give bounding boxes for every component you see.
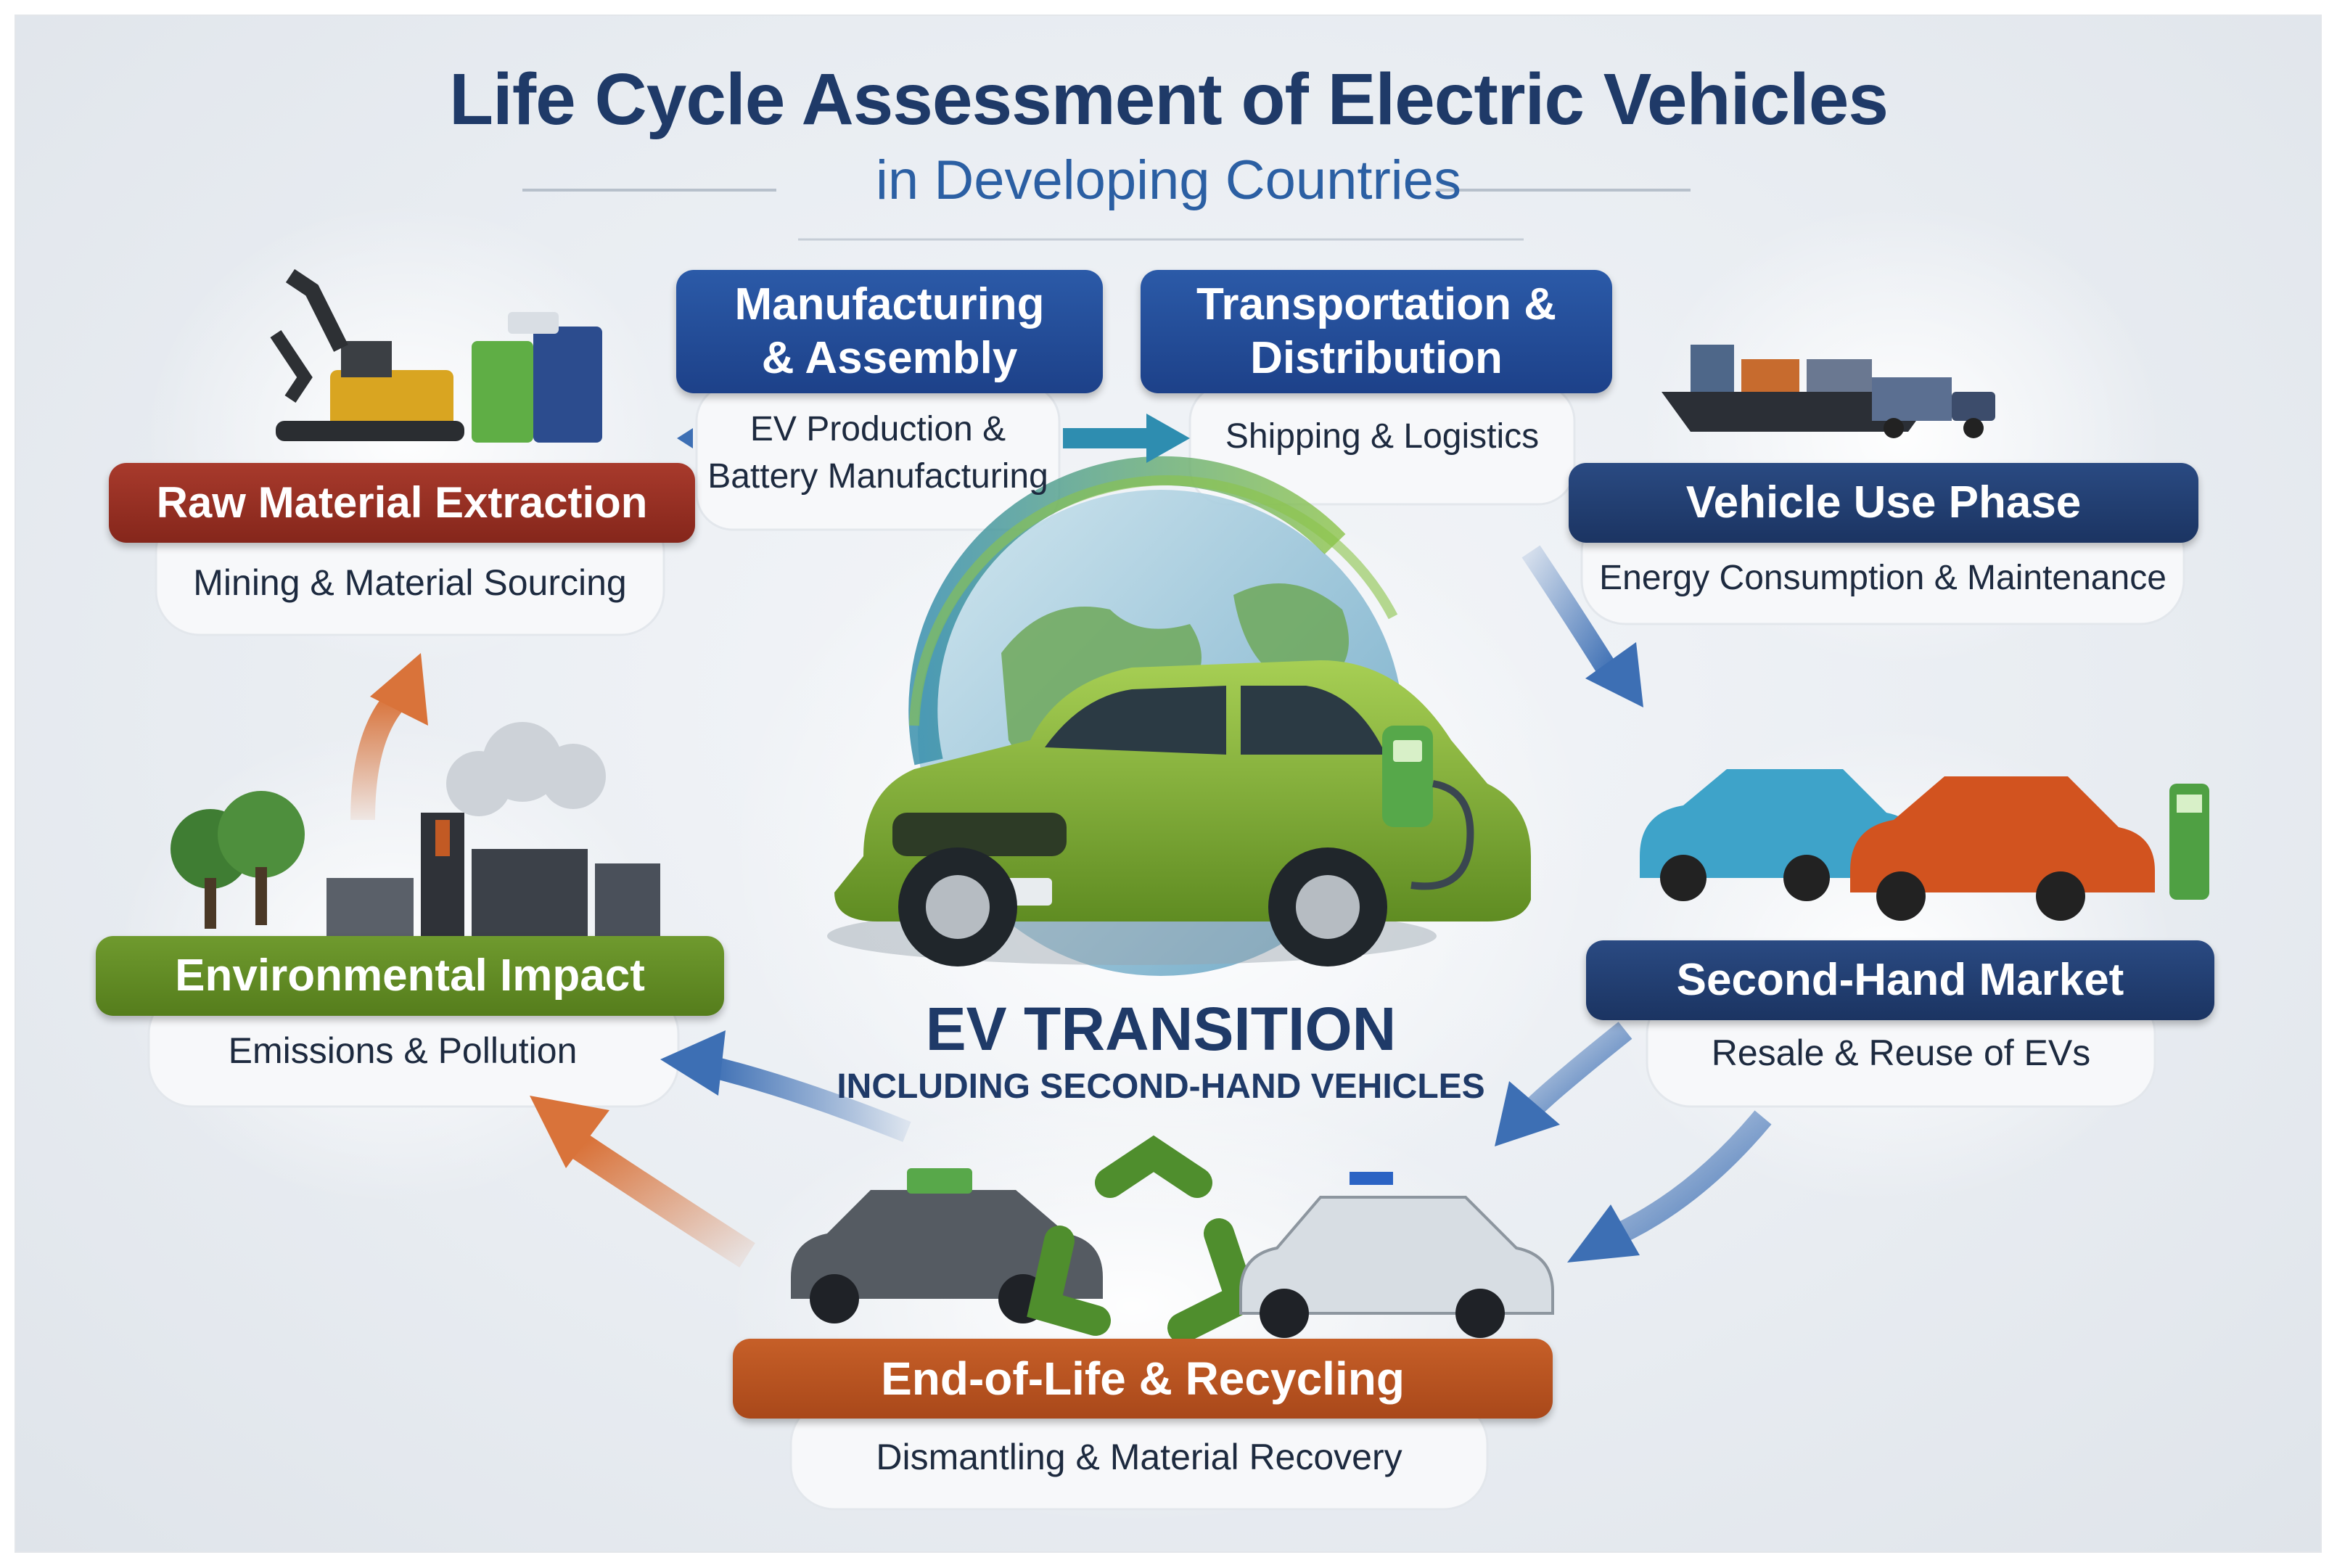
stage-raw-material-desc: Mining & Material Sourcing xyxy=(193,562,627,603)
center-subtitle: INCLUDING SECOND-HAND VEHICLES xyxy=(837,1067,1485,1106)
stage-transportation-line1: Transportation & xyxy=(1196,279,1557,329)
stage-transportation-label: Transportation & Distribution xyxy=(1141,270,1612,393)
orange-car-icon xyxy=(1850,776,2155,921)
stage-end-of-life-label: End-of-Life & Recycling xyxy=(733,1339,1553,1419)
stage-raw-material-text: Raw Material Extraction xyxy=(156,478,648,527)
cargo-ship-icon xyxy=(1662,345,1937,432)
stage-raw-material-label: Raw Material Extraction xyxy=(109,463,695,543)
excavator-icon xyxy=(270,268,464,441)
stage-manufacturing-desc-line2: Battery Manufacturing xyxy=(707,456,1048,496)
stage-manufacturing-line1: Manufacturing xyxy=(734,279,1045,329)
truck-icon xyxy=(1872,377,1995,438)
arrow-center-to-environmental xyxy=(660,1030,911,1142)
smoke-cloud-icon xyxy=(446,722,606,816)
diagram-title: Life Cycle Assessment of Electric Vehicl… xyxy=(448,59,1889,140)
battery-cells-icon xyxy=(472,312,602,443)
arrow-secondhand-to-center xyxy=(1495,1022,1632,1146)
fuel-pump-icon xyxy=(2169,784,2209,900)
stage-use-phase-label: Vehicle Use Phase xyxy=(1569,463,2198,543)
title-divider xyxy=(522,189,1691,241)
blue-car-icon xyxy=(1640,769,1923,901)
arrow-secondhand-to-recycling xyxy=(1567,1110,1772,1263)
arrow-raw-to-manufacturing xyxy=(677,428,693,448)
stage-environmental-desc: Emissions & Pollution xyxy=(228,1030,578,1071)
stage-environmental-label: Environmental Impact xyxy=(96,936,724,1016)
diagram-subtitle: in Developing Countries xyxy=(876,149,1461,211)
flow-arrows xyxy=(350,414,1772,1268)
stage-transportation-desc: Shipping & Logistics xyxy=(1225,417,1540,456)
stage-environmental-text: Environmental Impact xyxy=(175,950,645,1001)
arrow-recycling-to-environmental xyxy=(530,1096,755,1268)
stage-manufacturing-desc-line1: EV Production & xyxy=(749,410,1006,448)
stage-manufacturing-label: Manufacturing & Assembly xyxy=(676,270,1103,393)
stage-transportation-line2: Distribution xyxy=(1250,333,1503,383)
arrow-manufacturing-to-transport xyxy=(1063,414,1190,463)
stage-end-of-life-text: End-of-Life & Recycling xyxy=(881,1352,1405,1405)
charging-station-icon xyxy=(1382,726,1474,890)
ev-car-icon xyxy=(827,660,1531,966)
factory-icon xyxy=(326,813,660,936)
stage-second-hand-desc: Resale & Reuse of EVs xyxy=(1711,1033,2091,1073)
trees-icon xyxy=(171,791,305,929)
white-car-icon xyxy=(1239,1172,1554,1338)
stage-manufacturing-desc: EV Production & Battery Manufacturing xyxy=(697,406,1059,501)
stage-manufacturing-line2: & Assembly xyxy=(761,333,1018,383)
stage-second-hand-text: Second-Hand Market xyxy=(1676,954,2124,1005)
center-title: EV TRANSITION xyxy=(925,995,1397,1063)
stage-use-phase-desc: Energy Consumption & Maintenance xyxy=(1599,559,2166,597)
arrow-use-to-secondhand xyxy=(1521,545,1643,707)
arrow-environmental-to-raw xyxy=(350,653,428,821)
stage-end-of-life-desc: Dismantling & Material Recovery xyxy=(876,1437,1402,1477)
stage-second-hand-label: Second-Hand Market xyxy=(1586,940,2214,1020)
stage-use-phase-text: Vehicle Use Phase xyxy=(1685,477,2082,528)
